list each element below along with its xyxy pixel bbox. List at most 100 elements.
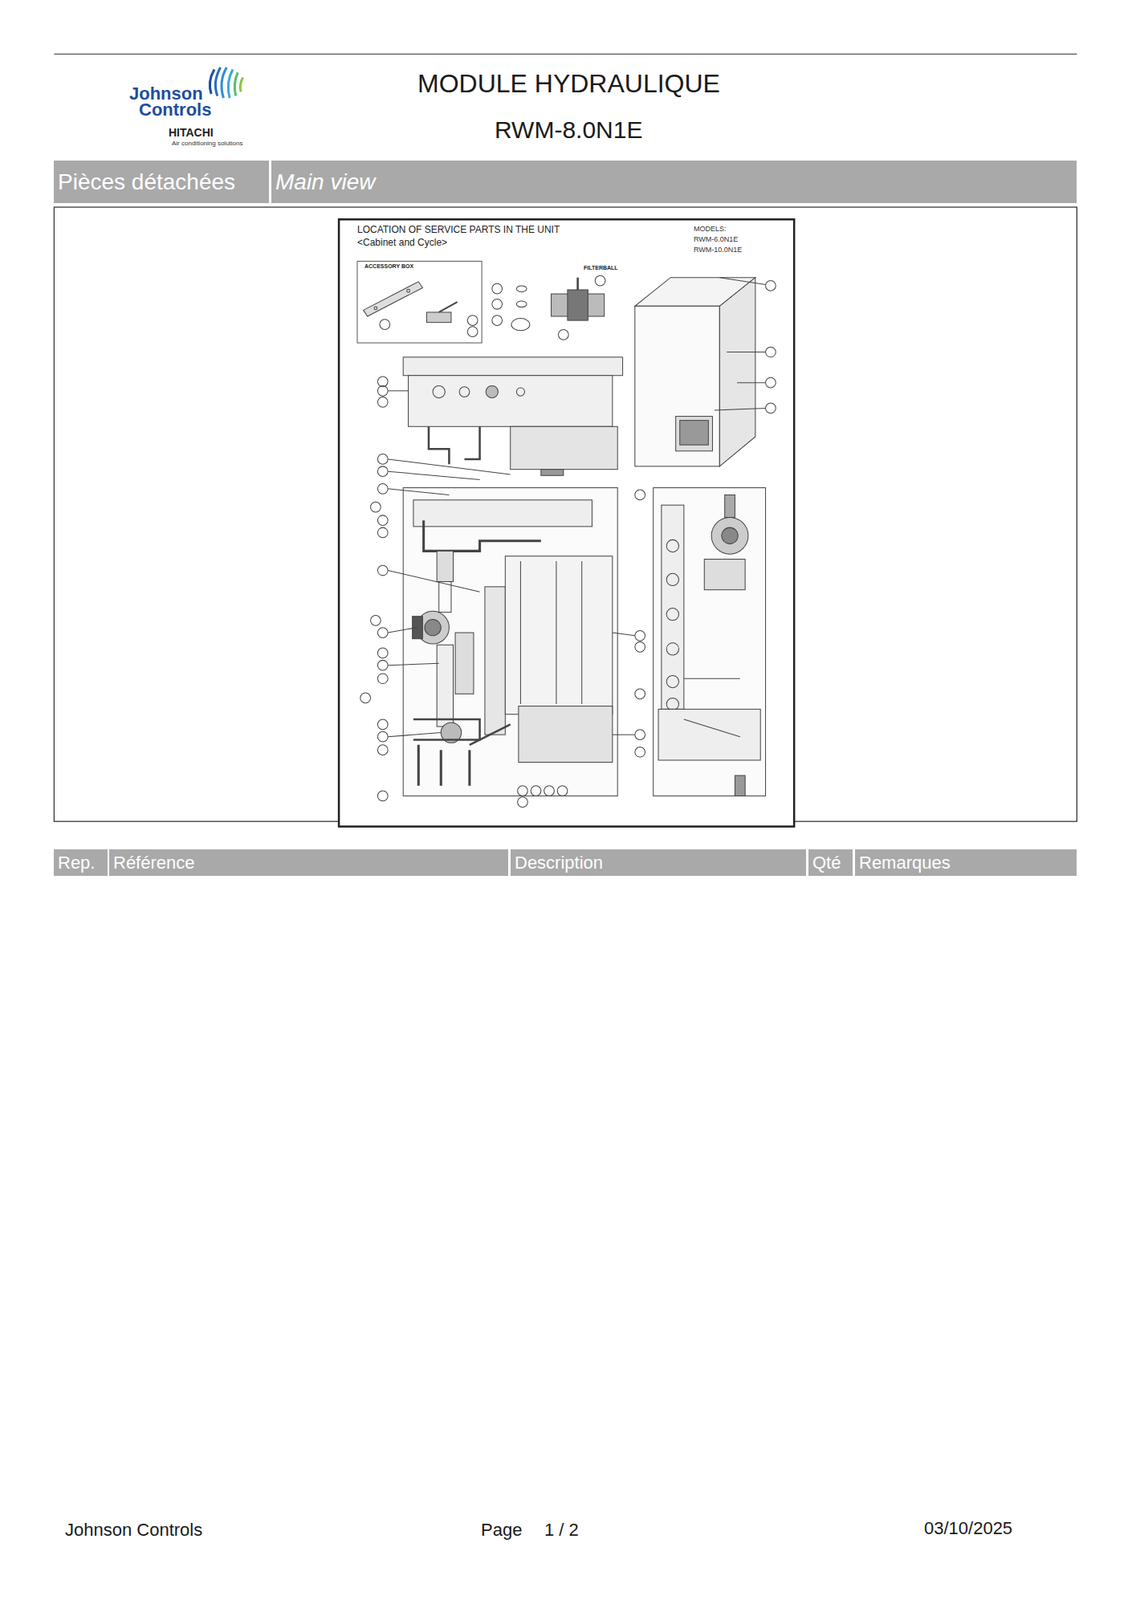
drawing-line <box>666 539 679 552</box>
table-header-cell: Qté <box>808 849 853 876</box>
drawing-line <box>635 746 646 758</box>
drawing-line <box>680 420 709 446</box>
drawing-line <box>379 319 391 330</box>
drawing-line <box>387 459 511 475</box>
drawing-line <box>726 351 766 353</box>
logo-text: Controls <box>138 99 212 120</box>
drawing-line <box>765 280 777 292</box>
drawing-line <box>387 732 441 738</box>
drawing-line <box>516 285 527 293</box>
drawing-line <box>377 790 388 802</box>
drawing-line <box>658 708 761 761</box>
drawing-line <box>555 561 557 705</box>
drawing-line <box>377 745 388 756</box>
drawing-line <box>439 301 458 313</box>
drawing-line <box>436 644 453 727</box>
header-text: Remarques <box>855 852 951 874</box>
drawing-line <box>423 520 542 551</box>
drawing-line <box>541 469 564 477</box>
drawing-frame <box>338 219 795 827</box>
drawing-line <box>734 775 746 796</box>
drawing-line <box>557 785 568 797</box>
part-group-label: ACCESSORY BOX <box>364 263 414 270</box>
drawing-line <box>377 527 388 538</box>
header-text: Référence <box>109 852 196 874</box>
header-text: Main view <box>271 169 375 196</box>
drawing-line <box>377 627 388 639</box>
drawing-line <box>408 375 613 428</box>
drawing-line <box>518 706 613 763</box>
section-header-cell: Pièces détachées <box>53 160 269 204</box>
drawing-line <box>594 275 606 286</box>
header-text: Qté <box>808 852 841 874</box>
drawing-line <box>675 416 713 452</box>
drawing-line <box>209 69 215 94</box>
drawing-line <box>635 489 646 501</box>
drawing-line <box>765 377 777 388</box>
drawing-line <box>719 277 755 467</box>
table-header-cell: Référence <box>109 849 509 876</box>
drawing-line <box>467 326 478 338</box>
drawing-line <box>666 573 679 586</box>
models-heading: MODELS: <box>693 224 727 233</box>
drawing-line <box>511 318 530 331</box>
drawing-line <box>517 785 529 797</box>
table-header-band <box>53 849 1077 876</box>
drawing-line <box>684 719 741 738</box>
drawing-line <box>221 67 227 98</box>
footer-page-number: 1 / 2 <box>544 1519 579 1540</box>
drawing-line <box>377 673 388 685</box>
drawing-line <box>714 407 766 411</box>
model-name: RWM-6.0N1E <box>693 235 738 244</box>
drawing-line <box>370 614 382 626</box>
drawing-line <box>228 69 233 98</box>
drawing-line <box>684 678 741 680</box>
header-text: Pièces détachées <box>53 169 236 196</box>
drawing-line <box>737 382 766 383</box>
drawing-line <box>492 315 503 326</box>
drawing-line <box>363 281 424 317</box>
drawing-line <box>765 346 777 358</box>
drawing-line <box>467 315 478 326</box>
drawing-line <box>765 403 777 414</box>
drawing-line <box>567 289 588 321</box>
header-text: Description <box>510 852 603 874</box>
drawing-line <box>413 500 592 527</box>
drawing-line <box>504 556 612 715</box>
drawing-line <box>432 385 445 398</box>
drawing-line <box>704 559 746 591</box>
logo-tagline: Air conditioning solutions <box>171 139 244 147</box>
drawing-line <box>635 729 646 741</box>
drawing-line <box>377 515 388 526</box>
drawing-line <box>484 586 505 735</box>
drawing-line <box>557 329 569 341</box>
drawing-line <box>711 517 749 554</box>
drawing-line <box>666 675 679 688</box>
drawing-line <box>403 488 618 797</box>
drawing-line <box>544 785 555 797</box>
drawing-line <box>485 385 498 398</box>
drawing-line <box>412 616 424 640</box>
table-header-cell: Remarques <box>855 849 1077 876</box>
logo-text: HITACHI <box>168 126 214 139</box>
drawing-line <box>530 785 542 797</box>
drawing-line <box>387 488 449 496</box>
drawing-line <box>240 77 243 93</box>
drawing-line <box>377 731 388 742</box>
drawing-line <box>612 734 636 736</box>
drawing-line <box>413 719 481 740</box>
drawing-line <box>387 627 417 633</box>
drawing-line <box>520 561 522 705</box>
drawing-line <box>719 277 766 286</box>
footer-date: 03/10/2025 <box>924 1518 1013 1539</box>
drawing-title: LOCATION OF SERVICE PARTS IN THE UNIT <box>357 224 560 237</box>
drawing-line <box>439 581 452 612</box>
drawing-line <box>721 527 738 544</box>
drawing-subtitle: <Cabinet and Cycle> <box>357 237 448 249</box>
drawing-line <box>428 426 449 465</box>
drawing-line <box>666 697 679 710</box>
drawing-line <box>387 390 408 391</box>
drawing-line <box>635 688 646 700</box>
view-frame <box>53 207 1077 822</box>
footer-page: Page <box>480 1519 522 1540</box>
